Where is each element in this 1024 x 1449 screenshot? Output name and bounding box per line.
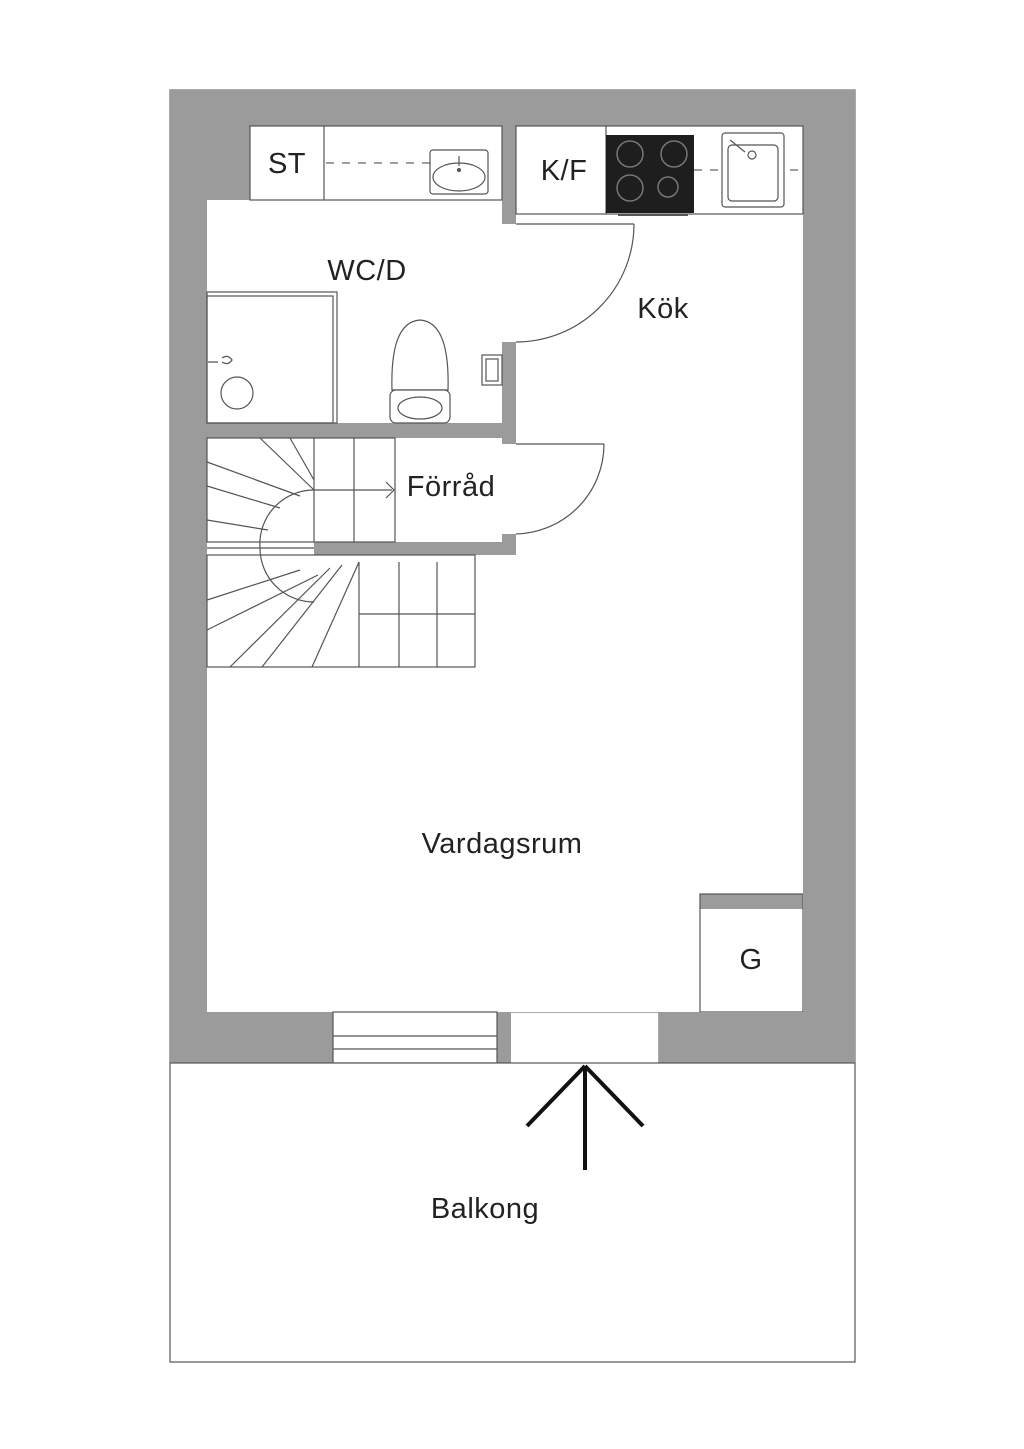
wall-segment [170,90,855,126]
duct-icon [481,354,503,386]
entrance-arrow-icon [525,1064,645,1170]
label-living-room: Vardagsrum [422,828,583,860]
wall-segment [502,126,516,224]
label-bathroom: WC/D [327,255,406,287]
staircase-icon [206,437,476,668]
shower-icon [206,291,338,424]
toilet-icon [389,319,451,424]
label-wardrobe: G [739,944,762,976]
label-kitchen: Kök [637,293,688,325]
kitchen-counter [515,125,804,216]
window [332,1011,498,1064]
label-storage-cabinet: ST [268,148,306,180]
wall-segment [502,342,516,444]
duct-icon [485,358,499,382]
wall-segment [700,894,803,909]
wall-segment [207,423,516,438]
wall-segment [207,126,250,200]
wall-segment [497,1012,511,1063]
wall-segment [314,542,516,555]
label-storage: Förråd [407,471,495,503]
door-wc [515,223,635,343]
kitchen-sink-icon [721,132,785,208]
label-balcony: Balkong [431,1193,539,1225]
door-storage [515,443,605,535]
bathroom-counter [249,125,503,201]
walls [169,89,856,1064]
wall-segment [803,90,855,1063]
stove-icon [606,135,694,216]
label-fridge-freezer: K/F [541,155,588,187]
wall-segment [170,90,207,1063]
balcony-area [169,1062,856,1363]
sink-icon [429,149,489,195]
interior-floor [207,126,803,1012]
